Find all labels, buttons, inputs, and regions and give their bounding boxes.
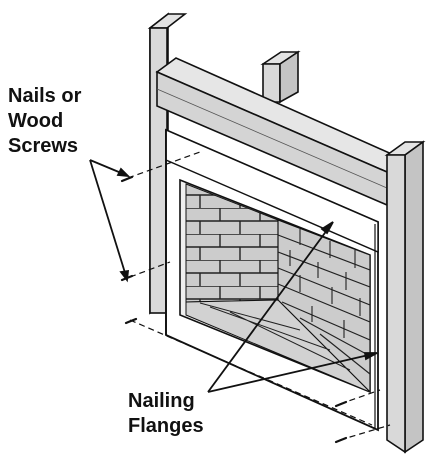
- callout-line: Nails or: [8, 85, 82, 107]
- right-stud: [384, 140, 426, 454]
- callout-line: Screws: [8, 135, 79, 157]
- callout-line: Flanges: [128, 415, 204, 437]
- callout-line: Wood: [8, 110, 64, 132]
- fireplace-unit: [165, 128, 379, 432]
- middle-stud: [260, 50, 301, 104]
- callout-line: Nailing: [128, 390, 195, 412]
- nailing-flanges-callout: Nailing Flanges: [128, 389, 204, 439]
- nail-marks: [120, 175, 348, 444]
- callout-arrows: [89, 159, 378, 393]
- flange-dashed-lines: [127, 151, 391, 441]
- nails-or-wood-screws-callout: Nails or Wood Screws: [8, 84, 81, 159]
